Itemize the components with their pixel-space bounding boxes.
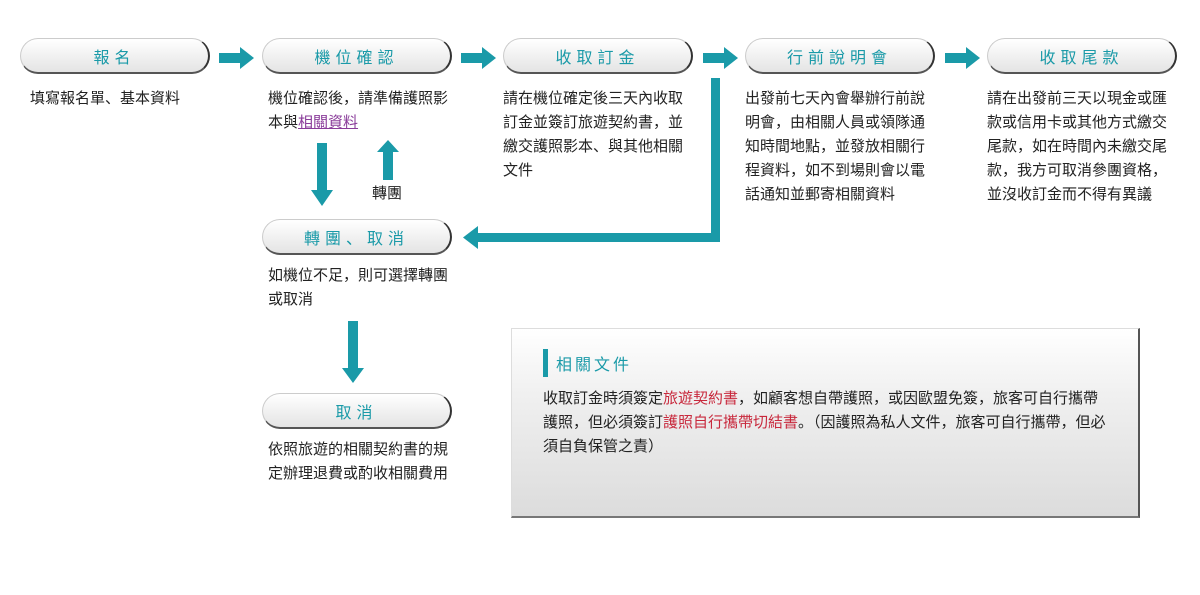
related-docs-title: 相關文件 <box>556 355 633 374</box>
arrow-right-icon <box>703 47 738 69</box>
step-final-payment-desc: 請在出發前三天以現金或匯款或信用卡或其他方式繳交尾款，如在時間內未繳交尾款，我方… <box>987 89 1168 203</box>
step-cancel: 取消 <box>262 393 452 429</box>
body-text: ，如顧客想自帶護照，或因歐盟免簽，旅客可自行攜帶護照，但必須簽訂 <box>543 389 1099 431</box>
highlight-affidavit: 護照自行攜帶切結書 <box>663 413 799 431</box>
arrow-right-icon <box>945 47 980 69</box>
step-seat-confirm-desc: 機位確認後，請準備護照影本與相關資料 <box>268 86 453 134</box>
related-docs-link[interactable]: 相關資料 <box>298 113 359 131</box>
step-deposit: 收取訂金 <box>503 38 693 74</box>
transfer-cancel-desc: 如機位不足，則可選擇轉團或取消 <box>268 266 449 308</box>
step-register-desc: 填寫報名單、基本資料 <box>30 89 181 107</box>
highlight-contract: 旅遊契約書 <box>663 389 739 407</box>
body-text: 。（因護照為私人文件，旅客可自行攜帶，但必須自負保管之責） <box>543 413 1106 455</box>
body-text: 收取訂金時須簽定 <box>543 389 664 407</box>
step-seat-confirm: 機位確認 <box>262 38 452 74</box>
arrow-right-icon <box>461 47 496 69</box>
cancel-desc: 依照旅遊的相關契約書的規定辦理退費或酌收相關費用 <box>268 440 449 482</box>
related-docs-panel: 相關文件 收取訂金時須簽定旅遊契約書，如顧客想自帶護照，或因歐盟免簽，旅客可自行… <box>511 328 1140 518</box>
arrow-down-icon <box>311 143 333 206</box>
transfer-label: 轉團 <box>372 184 403 202</box>
step-briefing: 行前說明會 <box>745 38 935 74</box>
step-final-payment: 收取尾款 <box>987 38 1177 74</box>
step-briefing-desc: 出發前七天內會舉辦行前說明會，由相關人員或領隊通知時間地點，並發放相關行程資料，… <box>745 89 926 203</box>
arrow-up-icon <box>377 140 399 180</box>
arrow-right-icon <box>219 47 254 69</box>
desc-text: 機位確認後，請準備護照影本與 <box>268 89 449 131</box>
step-transfer-cancel: 轉團、取消 <box>262 219 452 255</box>
step-register: 報名 <box>20 38 210 74</box>
step-deposit-desc: 請在機位確定後三天內收取訂金並簽訂旅遊契約書，並繳交護照影本、與其他相關文件 <box>503 89 684 179</box>
arrow-down-icon <box>342 321 364 383</box>
title-bar-accent <box>543 349 548 377</box>
related-docs-body: 收取訂金時須簽定旅遊契約書，如顧客想自帶護照，或因歐盟免簽，旅客可自行攜帶護照，… <box>543 386 1113 458</box>
